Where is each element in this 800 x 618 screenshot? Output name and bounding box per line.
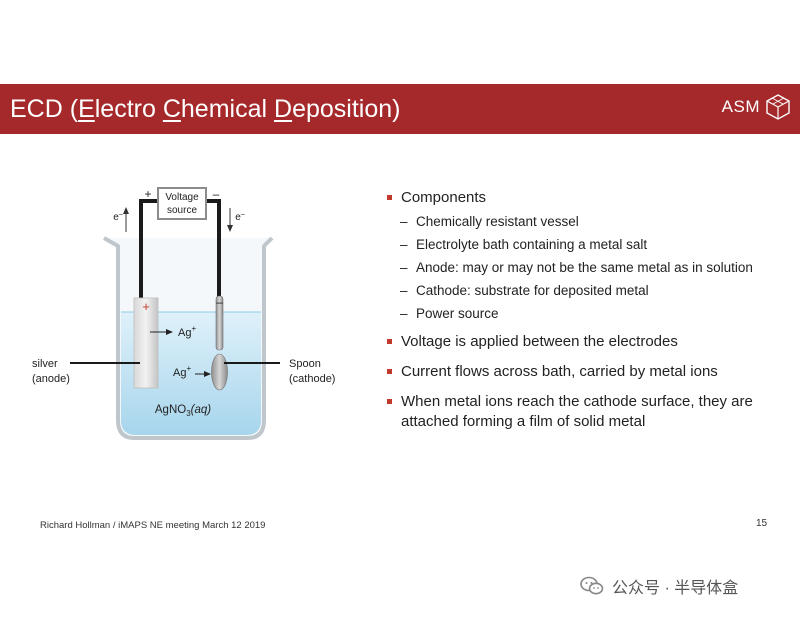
sub-bullet: Cathode: substrate for deposited metal xyxy=(386,281,800,300)
cathode-sign: – xyxy=(216,295,223,309)
electron-left: e– xyxy=(113,211,123,223)
title-part: E xyxy=(78,95,95,123)
spoon-handle xyxy=(215,295,224,351)
slide-title: ECD (Electro Chemical Deposition) xyxy=(10,94,400,124)
ag-ion-mid: Ag+ xyxy=(173,364,191,379)
bullet-components: Components xyxy=(386,188,800,208)
anode-sign: + xyxy=(142,299,150,314)
cathode-wire xyxy=(206,199,221,298)
electron-charge: – xyxy=(119,211,123,218)
bullet-list: Components Chemically resistant vessel E… xyxy=(386,188,800,432)
cube-logo-icon xyxy=(766,94,790,120)
electron-symbol: e xyxy=(235,212,241,223)
sub-bullet: Power source xyxy=(386,304,800,323)
spoon-label: Spoon xyxy=(289,358,321,370)
ag-charge: + xyxy=(186,364,191,373)
solution-state: (aq) xyxy=(191,404,212,416)
electron-charge: – xyxy=(241,211,245,218)
spoon-bowl xyxy=(211,353,228,391)
electron-right: e– xyxy=(235,211,245,223)
title-part: lectro xyxy=(94,95,163,123)
watermark-text: 公众号 · 半导体盒 xyxy=(612,580,739,597)
voltage-source-box xyxy=(157,187,207,220)
title-part: ECD ( xyxy=(10,95,79,123)
electron-up-arrow-icon xyxy=(123,207,129,214)
plus-terminal: + xyxy=(144,187,151,201)
ag-symbol: Ag xyxy=(173,367,186,379)
title-part: eposition) xyxy=(292,95,401,123)
electron-symbol: e xyxy=(113,212,119,223)
title-part: D xyxy=(274,95,293,123)
electrolysis-diagram: Voltage source + – e– e– + – Ag+ Ag+ AgN… xyxy=(32,187,335,440)
watermark: 公众号 · 半导体盒 xyxy=(580,574,738,598)
anode-wire xyxy=(139,199,158,298)
bullet-voltage: Voltage is applied between the electrode… xyxy=(386,332,800,352)
ion-arrow-icon xyxy=(166,329,173,335)
solution-label: AgNO3(aq) xyxy=(155,404,211,418)
bullet-deposition: When metal ions reach the cathode surfac… xyxy=(386,392,800,432)
source-label: source xyxy=(167,205,197,216)
bullet-current: Current flows across bath, carried by me… xyxy=(386,362,800,382)
title-bar: ECD (Electro Chemical Deposition) ASM xyxy=(0,84,800,134)
minus-terminal: – xyxy=(213,187,220,201)
page-number: 15 xyxy=(756,518,768,529)
anode-label: (anode) xyxy=(32,373,70,385)
sub-bullet: Chemically resistant vessel xyxy=(386,212,800,231)
logo-text: ASM xyxy=(721,97,760,116)
voltage-label: Voltage xyxy=(165,192,199,203)
wechat-icon xyxy=(580,576,604,595)
ag-symbol: Ag xyxy=(178,327,191,339)
solution-formula: AgNO xyxy=(155,404,186,416)
title-part: hemical xyxy=(180,95,274,123)
ion-arrow-icon xyxy=(204,371,211,377)
ag-charge: + xyxy=(191,324,196,333)
footer-credit: Richard Hollman / iMAPS NE meeting March… xyxy=(40,520,266,531)
ag-ion-top: Ag+ xyxy=(178,324,196,339)
asm-logo: ASM xyxy=(722,94,790,120)
solution-subscript: 3 xyxy=(186,409,191,418)
title-part: C xyxy=(162,95,181,123)
electron-down-arrow-icon xyxy=(227,225,233,232)
silver-label: silver xyxy=(32,358,58,370)
sub-bullet: Anode: may or may not be the same metal … xyxy=(386,258,800,277)
sub-bullet: Electrolyte bath containing a metal salt xyxy=(386,235,800,254)
silver-anode xyxy=(133,297,159,389)
cathode-label: (cathode) xyxy=(289,373,335,385)
